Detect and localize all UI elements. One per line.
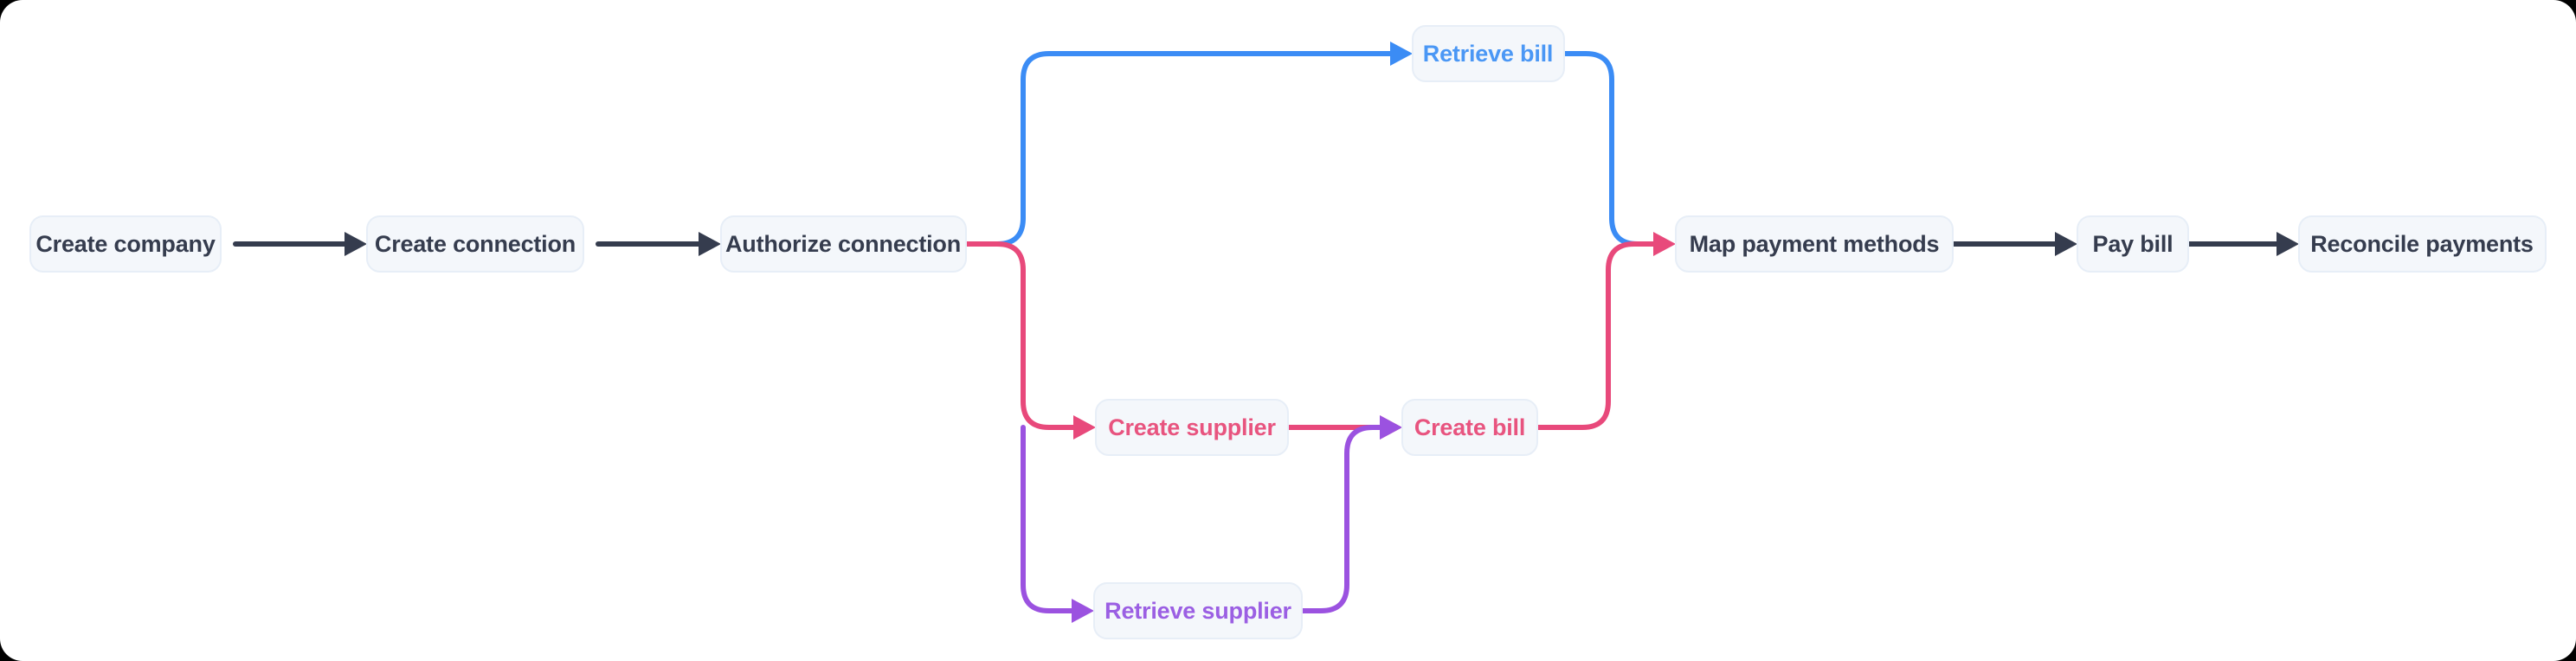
edge-create-company-to-create-connection [233,232,367,256]
edge-authorize-connection-to-retrieve-bill [963,42,1413,247]
node-pay-bill[interactable]: Pay bill [2077,215,2189,273]
edge-retrieve-bill-to-map-payment-methods [1562,51,1658,247]
node-label-reconcile-payments: Reconcile payments [2310,231,2534,257]
node-label-create-supplier: Create supplier [1108,414,1276,440]
edge-authorize-connection-to-create-supplier [963,241,1096,440]
node-create-supplier[interactable]: Create supplier [1095,399,1289,456]
node-map-payment-methods[interactable]: Map payment methods [1675,215,1954,273]
node-layer: Create company Create connection Authori… [29,25,2547,639]
edge-authorize-connection-to-retrieve-supplier [1021,425,1094,623]
node-create-company[interactable]: Create company [29,215,222,273]
node-authorize-connection[interactable]: Authorize connection [720,215,967,273]
node-label-authorize-connection: Authorize connection [725,231,961,257]
node-retrieve-supplier[interactable]: Retrieve supplier [1093,582,1303,639]
node-label-create-bill: Create bill [1414,414,1525,440]
node-label-retrieve-supplier: Retrieve supplier [1104,598,1291,624]
node-label-retrieve-bill: Retrieve bill [1423,41,1553,67]
edge-pay-bill-to-reconcile-payments [2186,232,2299,256]
node-label-create-company: Create company [35,231,215,257]
node-reconcile-payments[interactable]: Reconcile payments [2298,215,2547,273]
node-create-bill[interactable]: Create bill [1401,399,1538,456]
node-label-pay-bill: Pay bill [2093,231,2174,257]
node-retrieve-bill[interactable]: Retrieve bill [1412,25,1565,82]
edge-create-bill-to-map-payment-methods [1535,232,1676,430]
node-create-connection[interactable]: Create connection [366,215,584,273]
edge-retrieve-supplier-to-create-bill [1299,415,1402,613]
edge-layer [233,42,2299,623]
node-label-map-payment-methods: Map payment methods [1690,231,1940,257]
edge-create-connection-to-authorize-connection [596,232,721,256]
edge-map-payment-methods-to-pay-bill [1950,232,2077,256]
node-label-create-connection: Create connection [375,231,576,257]
